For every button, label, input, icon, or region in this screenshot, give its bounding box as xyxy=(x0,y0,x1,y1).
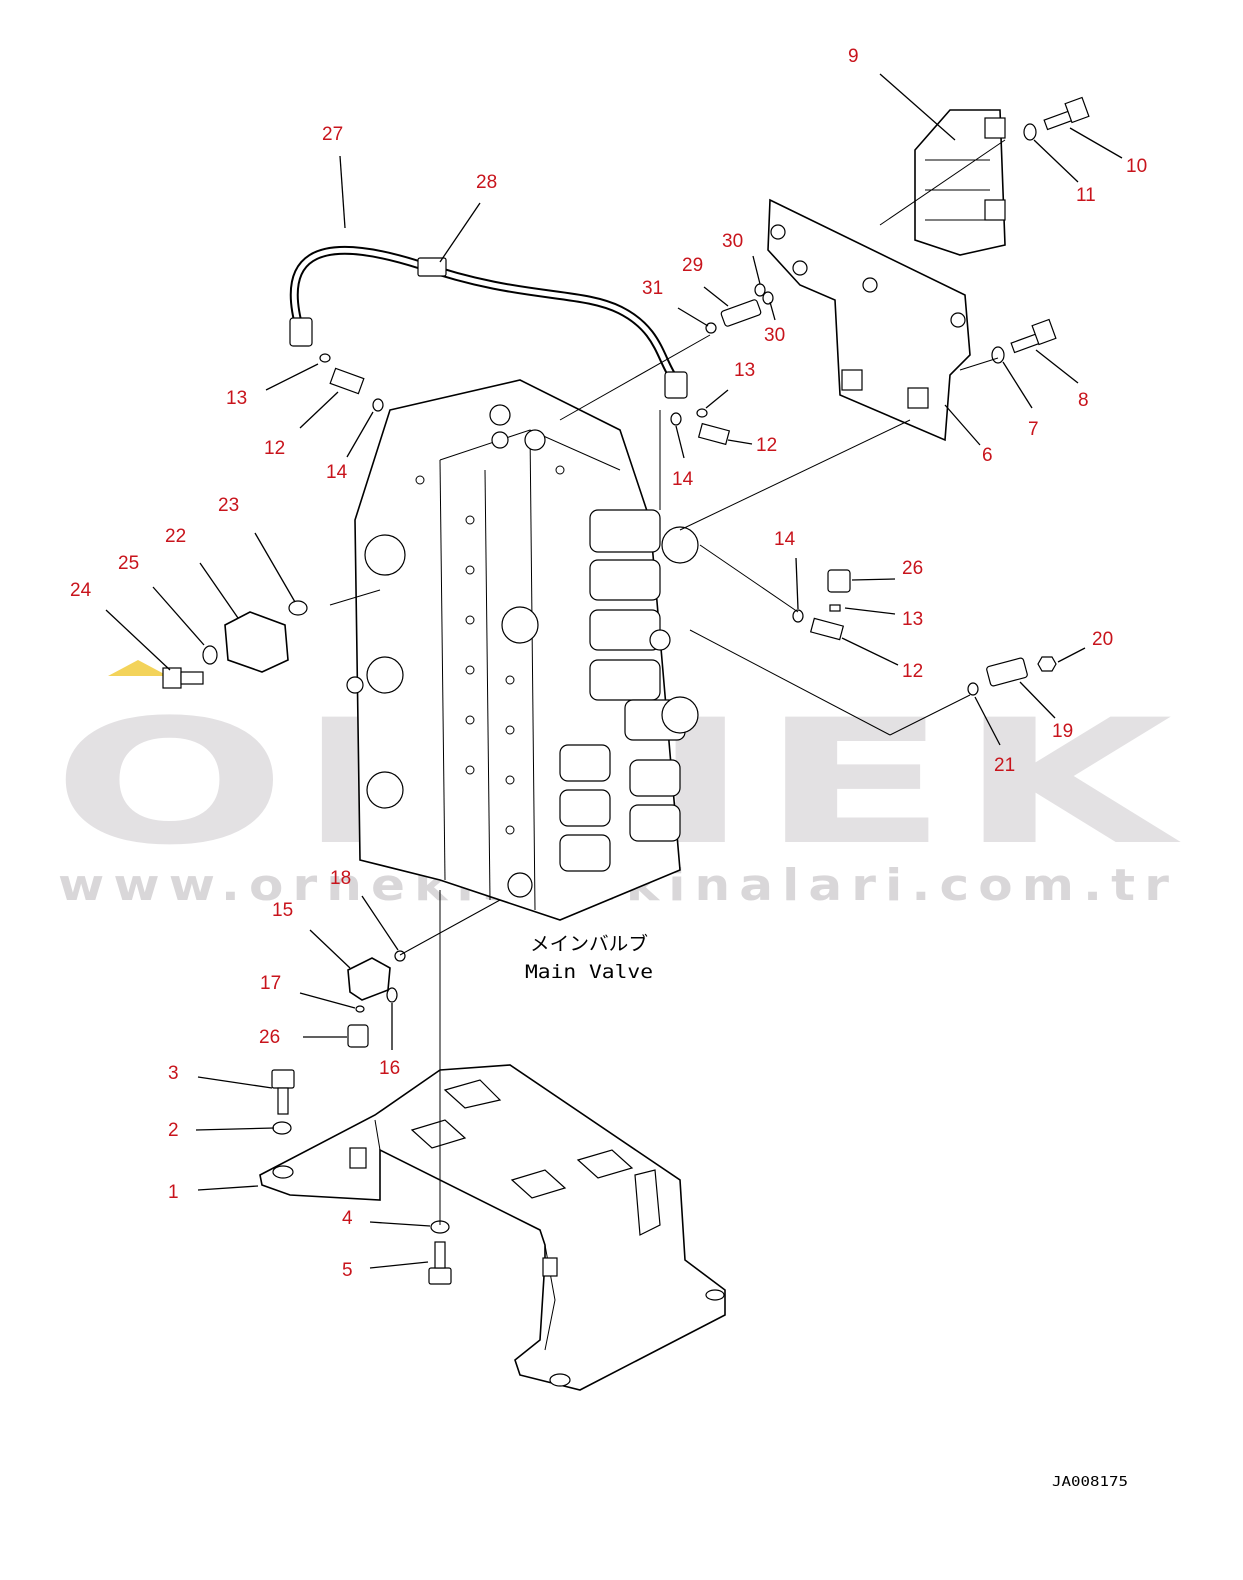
main-valve-label-en: Main Valve xyxy=(525,961,653,983)
callout-8: 8 xyxy=(1078,390,1089,411)
callout-17: 17 xyxy=(260,973,281,994)
small-parts xyxy=(162,96,1090,1285)
main-valve-label-jp: メインバルブ xyxy=(530,932,648,955)
hose-assembly xyxy=(289,245,688,399)
callout-14a: 14 xyxy=(326,462,348,483)
callout-10: 10 xyxy=(1126,156,1147,177)
callout-26a: 26 xyxy=(902,558,923,579)
callout-22: 22 xyxy=(165,526,186,547)
callout-31: 31 xyxy=(642,278,663,299)
callout-4: 4 xyxy=(342,1208,353,1229)
base-bracket xyxy=(259,1064,726,1391)
callout-30b: 30 xyxy=(764,325,785,346)
callout-6: 6 xyxy=(982,445,993,466)
callout-29: 29 xyxy=(682,255,703,276)
callout-30a: 30 xyxy=(722,231,743,252)
callout-9: 9 xyxy=(848,46,859,67)
callout-1: 1 xyxy=(168,1182,179,1203)
callout-21: 21 xyxy=(994,755,1015,776)
callout-19: 19 xyxy=(1052,721,1073,742)
callout-11: 11 xyxy=(1076,185,1096,206)
callout-14c: 14 xyxy=(774,529,796,550)
callout-23: 23 xyxy=(218,495,239,516)
callout-2: 2 xyxy=(168,1120,179,1141)
assembly-lines xyxy=(329,139,1006,1225)
leader-lines xyxy=(105,73,1123,1269)
callouts: 1 2 3 4 5 6 7 8 9 10 11 12 12 12 12 13 1… xyxy=(70,46,1147,1281)
callout-26b: 26 xyxy=(259,1027,280,1048)
callout-7: 7 xyxy=(1028,419,1039,440)
callout-24: 24 xyxy=(70,580,92,601)
callout-14b: 14 xyxy=(672,469,694,490)
bracket-plate xyxy=(767,198,971,442)
callout-28: 28 xyxy=(476,172,497,193)
callout-3: 3 xyxy=(168,1063,179,1084)
callout-12b: 12 xyxy=(756,435,777,456)
main-valve-block xyxy=(346,379,699,921)
callout-16: 16 xyxy=(379,1058,400,1079)
callout-27: 27 xyxy=(322,124,343,145)
solenoid-bracket xyxy=(914,109,1006,256)
drawing-code: JA008175 xyxy=(1052,1475,1128,1490)
callout-12c: 12 xyxy=(902,661,923,682)
callout-13b: 13 xyxy=(734,360,755,381)
callout-12a: 12 xyxy=(264,438,285,459)
callout-13c: 13 xyxy=(902,609,923,630)
callout-15: 15 xyxy=(272,900,293,921)
callout-13a: 13 xyxy=(226,388,247,409)
watermark-accent xyxy=(108,660,168,676)
callout-18: 18 xyxy=(330,868,351,889)
callout-5: 5 xyxy=(342,1260,353,1281)
callout-20: 20 xyxy=(1092,629,1113,650)
callout-25: 25 xyxy=(118,553,139,574)
